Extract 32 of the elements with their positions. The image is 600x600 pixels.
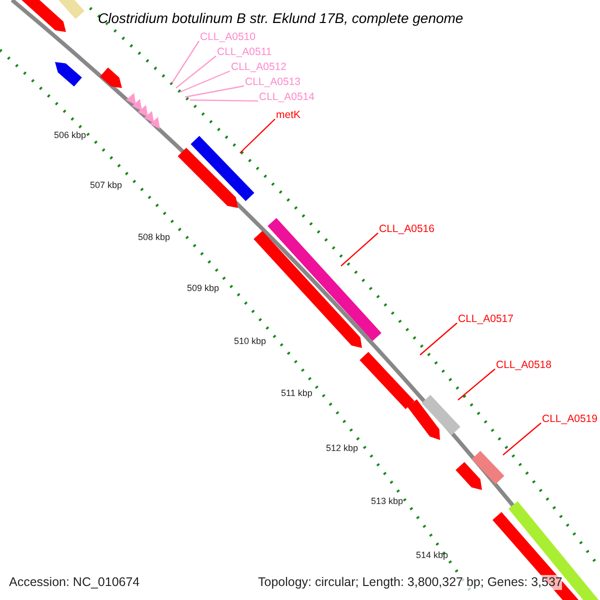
gene-label: metK <box>276 109 301 122</box>
gene-label: CLL_A0512 <box>231 61 286 74</box>
tick-label: 508 kbp <box>138 232 170 243</box>
gene-label: CLL_A0510 <box>200 31 256 44</box>
gene-label: CLL_A0516 <box>379 223 434 236</box>
tick-label: 514 kbp <box>416 550 448 561</box>
leader-line <box>420 322 458 356</box>
gene-label: CLL_A0518 <box>496 359 552 372</box>
title: Clostridium botulinum B str. Eklund 17B, complete genome <box>98 10 464 27</box>
tick-label: 512 kbp <box>326 443 358 454</box>
footer-text: Topology: circular; Length: 3,800,327 bp; Genes: 3,537 <box>258 575 562 590</box>
leader-line <box>502 422 542 456</box>
leader-line <box>190 99 258 102</box>
leader-line <box>458 368 496 400</box>
tick-label: 506 kbp <box>54 130 86 141</box>
gene-label: CLL_A0519 <box>542 413 598 426</box>
gene-label: CLL_A0511 <box>217 46 272 59</box>
leader-line <box>180 70 230 93</box>
footer-text: Accession: NC_010674 <box>9 575 140 590</box>
tick-label: 511 kbp <box>281 388 312 399</box>
gene-label: CLL_A0513 <box>245 76 300 89</box>
tick-label: 513 kbp <box>371 496 404 507</box>
leader-line <box>172 40 200 84</box>
leader-line <box>340 232 378 266</box>
tick-label: 509 kbp <box>187 283 220 294</box>
leader-line <box>240 118 276 154</box>
tick-label: 510 kbp <box>234 336 266 347</box>
leader-line <box>184 85 244 98</box>
gene-label: CLL_A0517 <box>458 313 514 326</box>
tick-label: 507 kbp <box>90 180 122 191</box>
leader-line <box>176 56 216 88</box>
gene-label: CLL_A0514 <box>259 91 314 104</box>
